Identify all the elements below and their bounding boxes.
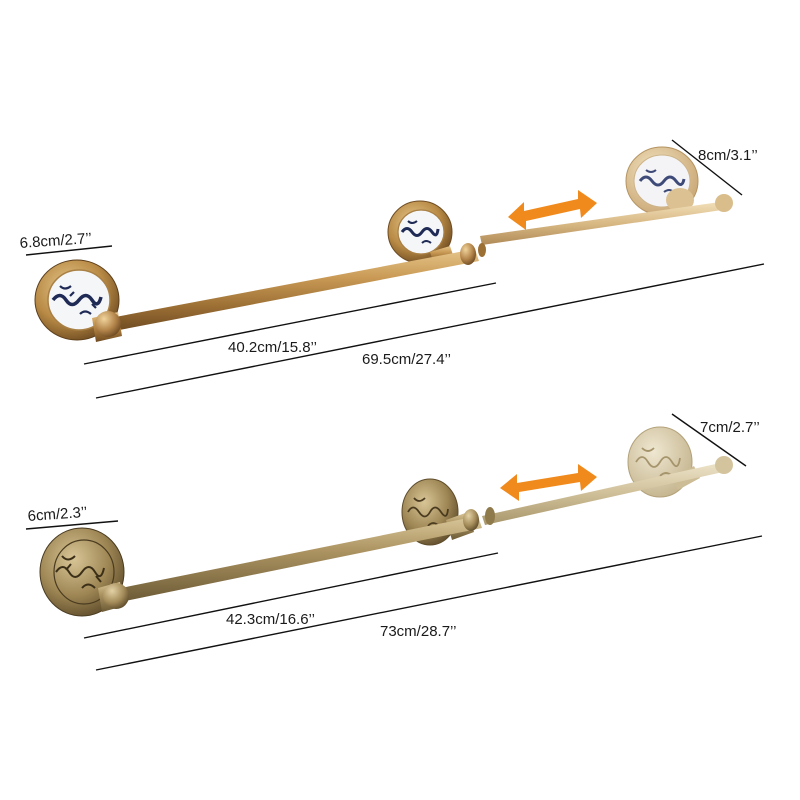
left-end-knob [95, 311, 121, 337]
min-length-label-2: 42.3cm/16.6’’ [226, 611, 315, 628]
dimension-lines-2 [25, 413, 763, 671]
extension-rod [482, 463, 723, 525]
rod-joint [460, 243, 476, 265]
adjustable-length-arrow [500, 464, 597, 501]
ceramic-towel-bar [34, 146, 733, 342]
max-length-label-1: 69.5cm/27.4’’ [362, 351, 451, 368]
mount-depth-label-2: 7cm/2.7’’ [700, 419, 760, 436]
main-rod [116, 516, 482, 602]
main-rod [110, 249, 479, 331]
dimension-lines-1 [25, 139, 765, 399]
right-end-knob [715, 194, 733, 212]
left-end-knob [103, 583, 129, 609]
base-diameter-label-2: 6cm/2.3’’ [27, 504, 88, 525]
mount-depth-label-1: 8cm/3.1’’ [698, 147, 758, 164]
right-end-knob [715, 456, 733, 474]
rod-joint [463, 509, 479, 531]
min-length-label-1: 40.2cm/15.8’’ [228, 339, 317, 356]
base-diameter-label-1: 6.8cm/2.7’’ [19, 230, 92, 252]
carved-towel-bar [39, 426, 733, 617]
middle-wall-mount [387, 200, 454, 264]
adjustable-length-arrow [508, 190, 597, 230]
right-wall-mount [625, 146, 699, 216]
max-length-label-2: 73cm/28.7’’ [380, 623, 456, 640]
extension-rod [480, 202, 722, 245]
